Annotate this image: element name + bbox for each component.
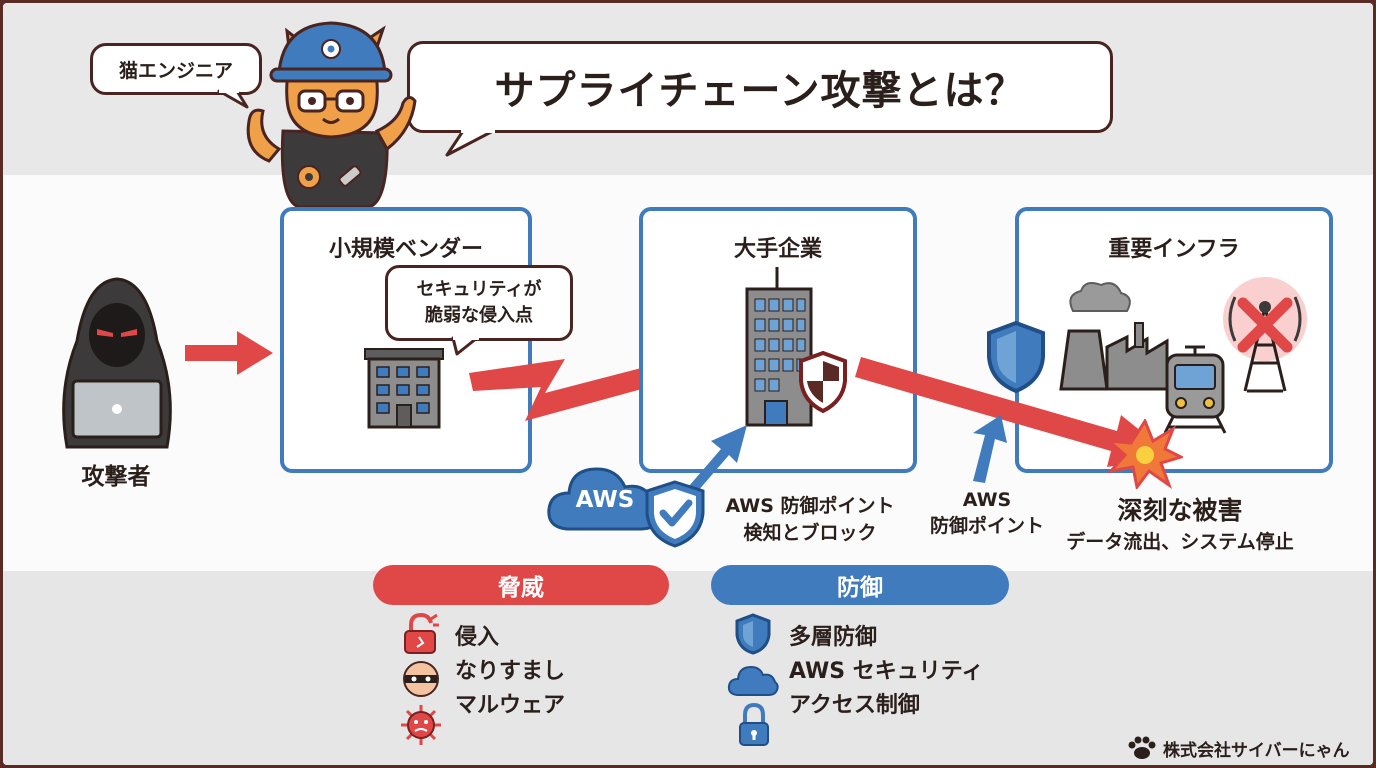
hooded-attacker-icon <box>62 277 172 449</box>
vendor-note-line2: 脆弱な侵入点 <box>425 305 533 326</box>
aws-point1-line1: AWS 防御ポイント <box>725 495 895 517</box>
aws-point1-text: AWS 防御ポイント 検知とブロック <box>709 493 911 547</box>
defense-arrow-1 <box>683 425 747 499</box>
tall-office-building-icon <box>745 267 847 427</box>
company-name: 株式会社サイバーにゃん <box>1163 741 1350 761</box>
page-title: サプライチェーン攻撃とは？ <box>494 68 1026 114</box>
blue-shield-icon <box>987 320 1045 394</box>
defense-header: 防御 <box>711 565 1009 605</box>
aws-point1-line2: 検知とブロック <box>743 522 877 544</box>
broken-lock-icon <box>404 613 439 654</box>
title-bubble-tail <box>445 129 495 157</box>
paw-icon <box>1128 736 1156 759</box>
vendor-title: 小規模ベンダー <box>328 237 483 262</box>
damage-title: 深刻な被害 <box>1117 496 1243 525</box>
vendor-note-tail <box>451 336 479 356</box>
speaker-tag: 猫エンジニア <box>90 43 262 95</box>
damage-detail: データ流出、システム停止 <box>1066 531 1294 553</box>
infrastructure-title: 重要インフラ <box>1108 237 1240 262</box>
cat-engineer-icon <box>246 21 417 209</box>
defense-arrow-2 <box>973 415 1007 483</box>
padlock-icon <box>739 703 769 746</box>
threat-item-malware: マルウェア <box>455 693 566 718</box>
virus-icon <box>401 705 441 745</box>
attack-arrow-1 <box>185 331 273 375</box>
aws-point2-line1: AWS <box>962 489 1012 511</box>
threats-header: 脅威 <box>373 565 669 605</box>
title-bubble: サプライチェーン攻撃とは？ <box>407 41 1113 133</box>
threat-item-spoofing: なりすまし <box>455 659 566 684</box>
defense-item-layered: 多層防御 <box>789 625 878 650</box>
cloud-icon <box>727 665 779 696</box>
vendor-note-line1: セキュリティが <box>416 279 542 300</box>
check-shield-icon <box>645 480 705 548</box>
factory-icon <box>1059 282 1169 391</box>
defense-title: 防御 <box>837 575 883 601</box>
threats-title: 脅威 <box>498 575 544 601</box>
aws-point2-text: AWS 防御ポイント <box>923 487 1051 539</box>
aws-badge-label: AWS <box>575 487 635 513</box>
defense-item-aws-security: AWS セキュリティ <box>789 659 984 684</box>
threat-item-intrusion: 侵入 <box>455 625 500 650</box>
multilayer-shield-icon <box>735 613 771 655</box>
damaged-power-tower-icon <box>1223 277 1307 393</box>
masked-face-icon <box>403 661 439 697</box>
defense-item-access-control: アクセス制御 <box>789 693 920 718</box>
infographic-frame: 猫エンジニア サプライチェーン攻撃とは？ <box>3 3 1373 765</box>
small-building-icon <box>364 348 444 429</box>
enterprise-title: 大手企業 <box>733 237 822 262</box>
train-icon <box>1163 345 1227 434</box>
attacker-label: 攻撃者 <box>81 464 151 490</box>
legend-band <box>3 571 1373 765</box>
speaker-tag-text: 猫エンジニア <box>118 59 233 82</box>
aws-point2-line2: 防御ポイント <box>929 515 1044 537</box>
attack-arrow-long <box>855 357 1173 467</box>
vendor-note-bubble: セキュリティが 脆弱な侵入点 <box>385 265 573 341</box>
speaker-tag-tail <box>217 89 249 109</box>
explosion-icon <box>1107 419 1183 489</box>
